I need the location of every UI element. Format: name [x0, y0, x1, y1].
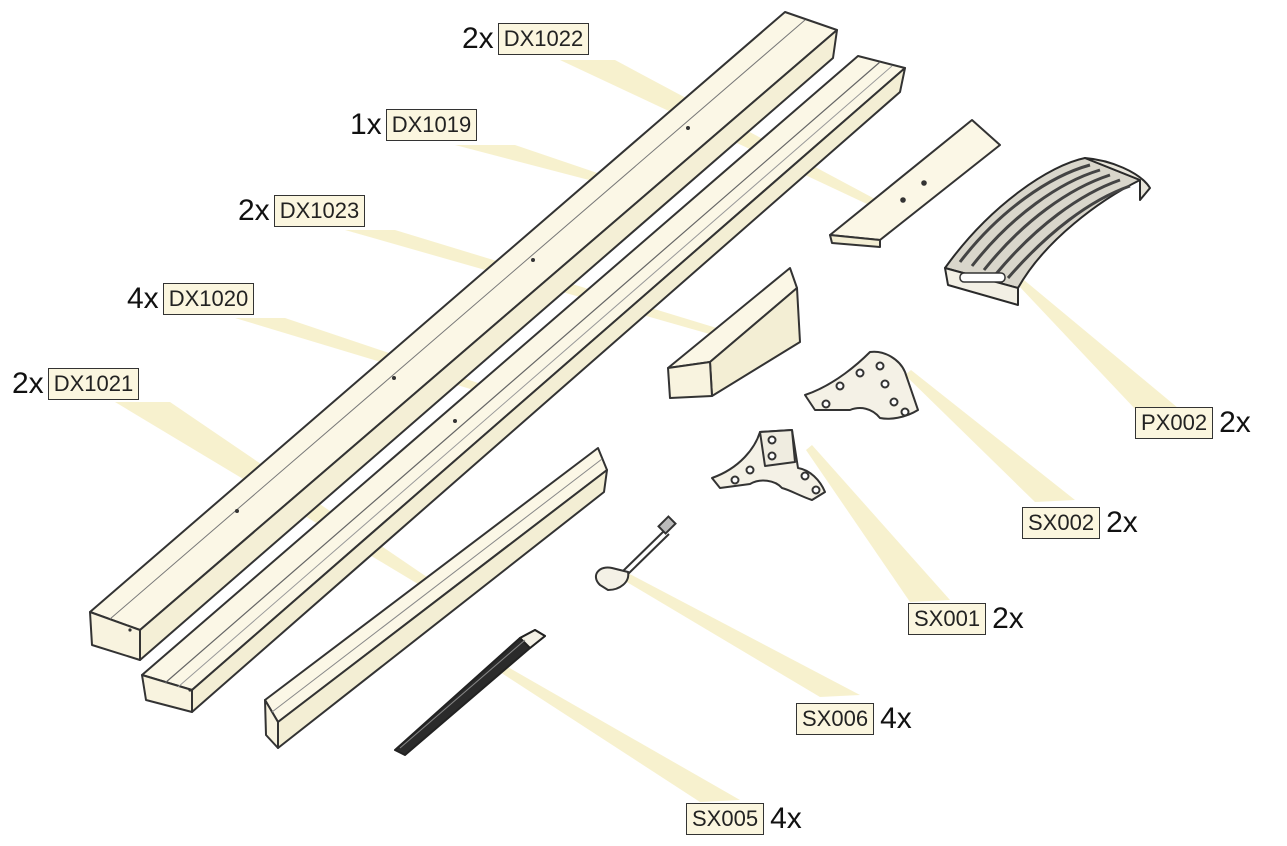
label-sx006: SX006 4x [796, 702, 912, 736]
beam-px002 [1018, 280, 1178, 410]
label-sx001: SX001 2x [908, 602, 1024, 636]
label-sx005: SX005 4x [686, 802, 802, 836]
code-dx1023: DX1023 [273, 195, 366, 227]
beam-dx1019 [455, 145, 618, 186]
code-sx006: SX006 [796, 703, 875, 735]
label-dx1021: 2x DX1021 [12, 367, 140, 401]
qty-sx001: 2x [992, 602, 1024, 635]
part-sx002 [804, 350, 919, 420]
part-dx1023 [667, 267, 801, 399]
qty-sx005: 4x [770, 802, 802, 835]
part-px002 [944, 157, 1151, 306]
code-sx005: SX005 [686, 803, 765, 835]
part-dx1019 [89, 11, 838, 661]
label-dx1022: 2x DX1022 [462, 22, 590, 56]
part-dx1022 [829, 119, 1001, 248]
qty-dx1019: 1x [350, 108, 382, 141]
beam-sx001 [806, 445, 950, 602]
qty-sx006: 4x [880, 702, 912, 735]
code-dx1021: DX1021 [47, 368, 140, 400]
beam-sx005 [500, 666, 740, 802]
qty-dx1022: 2x [462, 22, 494, 55]
part-dx1021 [264, 447, 608, 749]
qty-dx1020: 4x [127, 282, 159, 315]
beam-sx006 [620, 572, 860, 697]
beam-sx002 [905, 370, 1075, 502]
part-dx1020 [141, 55, 906, 713]
code-px002: PX002 [1135, 407, 1214, 439]
hole-marks [128, 126, 690, 692]
label-dx1020: 4x DX1020 [127, 282, 255, 316]
label-px002: PX002 2x [1135, 406, 1251, 440]
label-sx002: SX002 2x [1022, 506, 1138, 540]
label-dx1023: 2x DX1023 [238, 194, 366, 228]
qty-sx002: 2x [1106, 506, 1138, 539]
label-dx1019: 1x DX1019 [350, 108, 478, 142]
qty-px002: 2x [1219, 406, 1251, 439]
part-sx006 [594, 515, 677, 592]
code-dx1022: DX1022 [497, 23, 590, 55]
part-sx001 [711, 429, 826, 501]
code-sx001: SX001 [908, 603, 987, 635]
code-sx002: SX002 [1022, 507, 1101, 539]
part-sx005 [394, 629, 546, 756]
qty-dx1021: 2x [12, 367, 44, 400]
code-dx1020: DX1020 [162, 283, 255, 315]
qty-dx1023: 2x [238, 194, 270, 227]
code-dx1019: DX1019 [385, 109, 478, 141]
